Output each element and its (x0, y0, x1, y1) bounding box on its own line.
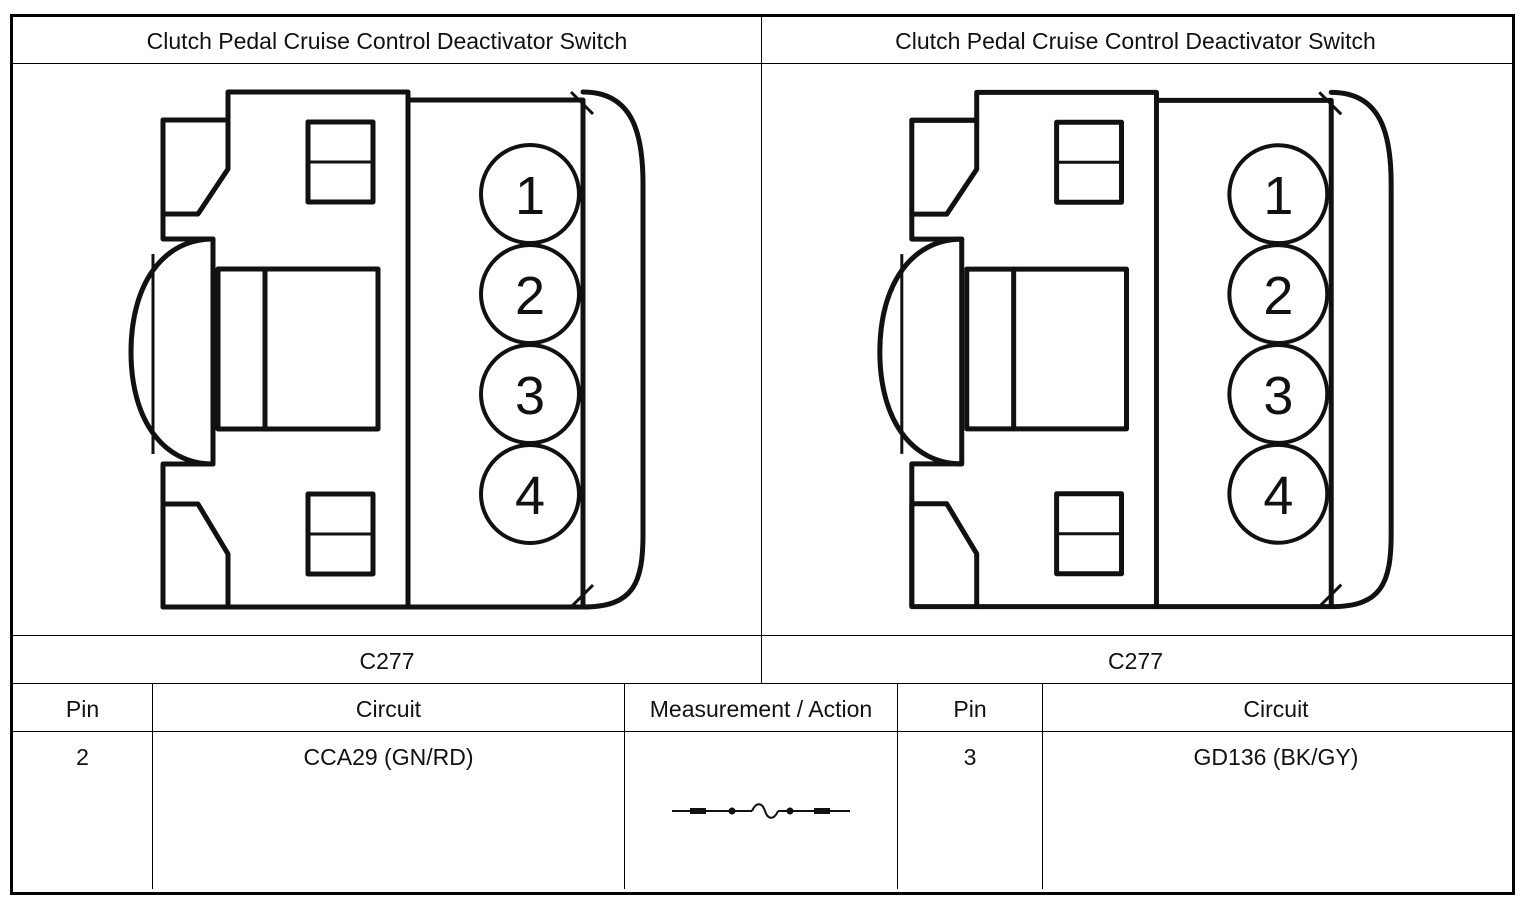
divider (624, 683, 625, 889)
circuit-header-b: Circuit (1243, 696, 1309, 722)
divider (1042, 683, 1043, 889)
circuit-header-a: Circuit (355, 696, 422, 722)
pin-value-a: 2 (76, 744, 89, 770)
divider (152, 683, 153, 889)
pin-4-label: 4 (515, 466, 545, 526)
pin-3: 3 (1227, 343, 1330, 445)
pin-1-label: 1 (515, 166, 545, 226)
pin-4-label: 4 (1263, 466, 1293, 526)
divider (13, 731, 1512, 732)
pin-4: 4 (1227, 442, 1330, 545)
connector-test-sheet (10, 14, 1515, 895)
pin-1-label: 1 (1263, 166, 1293, 226)
pin-header-b: Pin (953, 696, 987, 722)
continuity-resistance-icon (672, 803, 850, 819)
pin-2: 2 (1227, 243, 1330, 346)
pin-3-label: 3 (515, 366, 545, 426)
pin-2-label: 2 (1263, 266, 1293, 326)
divider (897, 683, 898, 889)
divider (761, 17, 762, 683)
left-connector-id: C277 (359, 648, 415, 674)
pin-2-label: 2 (515, 266, 545, 326)
pin-4: 4 (479, 443, 581, 545)
circuit-value-a: CCA29 (GN/RD) (303, 744, 474, 770)
right-panel-title: Clutch Pedal Cruise Control Deactivator … (895, 28, 1376, 54)
pin-1: 1 (479, 143, 581, 245)
pin-2: 2 (479, 243, 581, 345)
pin-value-b: 3 (963, 744, 977, 770)
right-connector-face-diagram: 1 2 3 4 (877, 89, 1394, 610)
divider (13, 63, 1512, 64)
pin-3-label: 3 (1263, 366, 1293, 426)
pin-header-a: Pin (65, 696, 100, 722)
pin-1: 1 (1227, 143, 1330, 246)
left-connector-face-diagram: 1 2 3 4 (128, 89, 646, 610)
divider (13, 683, 1512, 684)
right-connector-id: C277 (1108, 648, 1163, 674)
connector-outline (877, 89, 1394, 610)
pin-3: 3 (479, 343, 581, 445)
circuit-value-b: GD136 (BK/GY) (1193, 744, 1359, 770)
divider (13, 635, 1512, 636)
left-panel-title: Clutch Pedal Cruise Control Deactivator … (146, 28, 628, 54)
connector-outline (128, 89, 646, 610)
measurement-header: Measurement / Action (649, 696, 873, 722)
